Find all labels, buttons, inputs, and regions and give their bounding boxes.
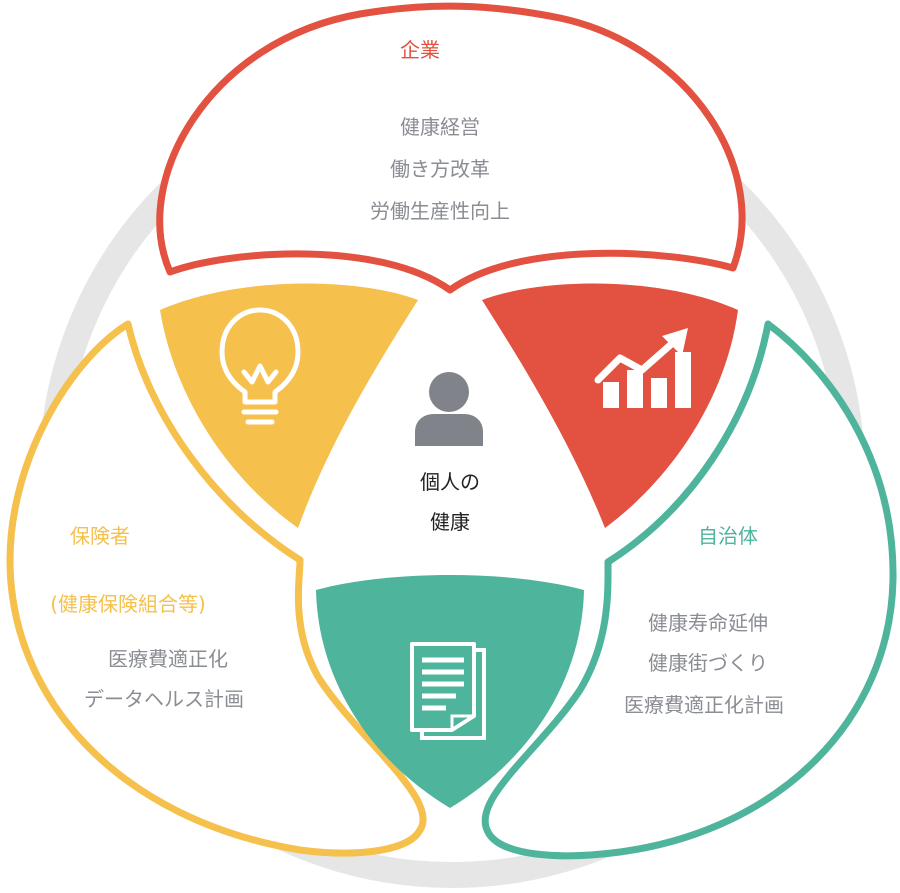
document-icon [410,642,486,740]
municipality-item: 健康寿命延伸 [648,611,768,635]
municipality-item: 健康街づくり [648,651,768,675]
insurer-item: データヘルス計画 [84,687,244,711]
center-label-line1: 個人の [420,470,480,494]
center-label-line2: 健康 [430,510,470,534]
municipality-title: 自治体 [698,524,758,548]
municipality-item: 医療費適正化計画 [624,693,784,717]
insurer-item: 医療費適正化 [108,647,228,671]
company-title: 企業 [400,38,440,62]
growth-chart-icon [594,328,691,408]
company-item: 働き方改革 [390,157,490,181]
company-bubble [156,2,746,294]
company-item: 健康経営 [400,115,480,139]
lightbulb-icon [219,307,301,425]
insurer-title: 保険者 [70,524,130,548]
insurer-bubble [6,320,427,857]
company-item: 労働生産性向上 [370,199,510,223]
person-icon [415,372,483,446]
insurer-subtitle: (健康保険組合等) [50,592,206,616]
municipality-bubble [481,320,897,860]
